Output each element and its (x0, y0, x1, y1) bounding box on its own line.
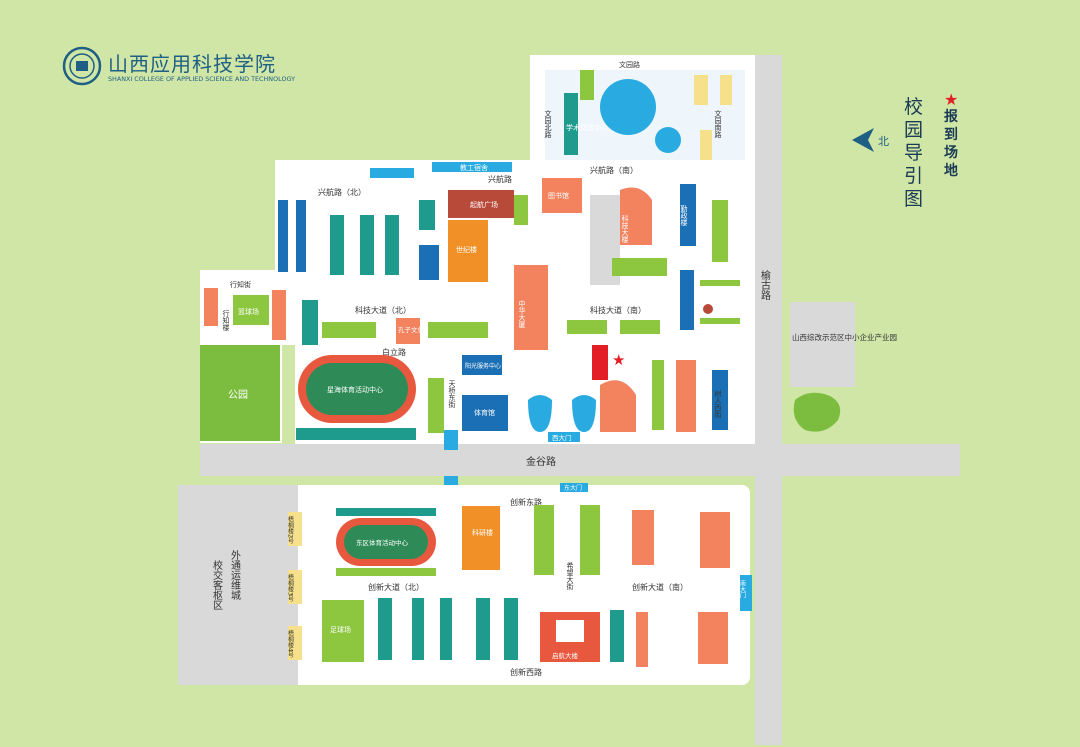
road-wenyuan-n: 文园路 (619, 60, 640, 69)
roads (200, 55, 960, 745)
school-name-en: SHANXI COLLEGE OF APPLIED SCIENCE AND TE… (108, 75, 296, 83)
road-xingzhi: 行知街 (230, 280, 251, 289)
report-building (592, 345, 608, 380)
label-library: 图书馆 (548, 191, 569, 200)
north-label: 北 (878, 135, 889, 148)
south-campus: 校交客枢区 外通运维城 梧桐楼2号 梧桐楼3号 梧桐楼4号 (178, 485, 750, 685)
road-shuren-xi: 树人西街 (714, 389, 722, 419)
label-keyan: 科研楼 (472, 528, 493, 537)
label-qinzheng: 勤政楼 (680, 204, 688, 227)
road-xinghang-bei: 兴航路（北） (318, 187, 366, 197)
chinese-hall (514, 265, 548, 350)
stadium (462, 395, 508, 431)
label-ximen: 西大门 (552, 433, 572, 442)
qixian-square (448, 190, 514, 218)
label-qixian: 起航广场 (470, 200, 498, 209)
road-chuangxin-bei: 创新大道（北） (368, 582, 424, 592)
road-tiangong-dong: 天桥东街 (448, 380, 456, 409)
north-arrow-icon: 北 (852, 128, 889, 152)
road-xinghang-nan: 兴航路（南） (590, 165, 638, 175)
report-star-icon: ★ (612, 351, 625, 369)
keji-building (620, 187, 652, 245)
label-keji: 科技大楼 (621, 214, 629, 244)
fountain-circle (600, 79, 656, 135)
road-keji-bei: 科技大道（北） (355, 305, 411, 315)
school-name-cn: 山西应用科技学院 (108, 52, 276, 76)
buildings-nw: 篮球场 行知楼 行知街 (204, 200, 439, 345)
library (542, 178, 582, 213)
road-wenyuan-nan: 文园南路 (714, 109, 722, 139)
label-playground-east: 东区体育活动中心 (356, 538, 409, 547)
pond-east (793, 392, 841, 432)
park-west-label: 公园 (228, 389, 248, 401)
legend-report: ★ 报到场地 (944, 92, 964, 180)
label-dongmen: 东大门 (564, 484, 582, 492)
label-qihang: 启航大楼 (552, 651, 579, 660)
label-nandamen: 南大门 (739, 579, 746, 599)
label-xueshu: 学术交流中心 (566, 123, 608, 132)
road-jingu: 金谷路 (526, 455, 556, 468)
road-chuangxin-dong: 创新东路 (510, 497, 542, 507)
road-keji-nan: 科技大道（南） (590, 305, 646, 315)
road-wenyuan-bei: 文园北路 (544, 109, 552, 139)
school-emblem-icon (62, 46, 102, 86)
road-xinghang: 兴航路 (488, 174, 512, 184)
label-yangguang: 阳光服务中心 (465, 362, 501, 370)
school-logo: 山西应用科技学院 SHANXI COLLEGE OF APPLIED SCIEN… (62, 46, 295, 90)
road-yugu: 榆古路 (759, 269, 771, 301)
industry-park (790, 302, 855, 387)
label-xingzhi-hall: 行知楼 (222, 309, 230, 332)
label-jiaoshi: 教工宿舍 (460, 163, 488, 172)
park-west (200, 345, 280, 441)
label-dorm-3: 梧桐楼3号 (287, 573, 294, 603)
star-icon: ★ (944, 90, 959, 109)
small-circle (655, 127, 681, 153)
label-football: 足球场 (330, 625, 351, 634)
label-outer-transport: 外通运维城 (229, 550, 241, 601)
map-title: 校园导引图 (904, 96, 924, 210)
label-basketball: 篮球场 (238, 307, 259, 316)
label-school-transport: 校交客枢区 (211, 559, 223, 610)
road-baili: 白立路 (382, 347, 406, 357)
label-dorm-4: 梧桐楼4号 (287, 629, 294, 659)
label-dorm-2: 梧桐楼2号 (287, 515, 294, 545)
label-shijia: 世纪楼 (456, 245, 477, 254)
label-kongzi: 孔子文化园 (398, 325, 431, 334)
main-playground: 星海体育活动中心 (296, 355, 416, 440)
label-stadium: 体育馆 (474, 408, 495, 417)
road-chuangxin-nan: 创新大道（南） (632, 582, 688, 592)
east-playground: 东区体育活动中心 (336, 508, 436, 576)
shijia-building (448, 220, 488, 282)
label-playground-main: 星海体育活动中心 (327, 385, 383, 394)
industry-park-label: 山西综改示范区中小企业产业园 (792, 332, 897, 342)
road-xiwang: 希望大街 (566, 561, 574, 591)
legend-report-label: 报到场地 (944, 109, 958, 179)
road-chuangxin-xi: 创新西路 (510, 667, 542, 677)
label-chinese-hall: 中华大厦 (518, 299, 526, 328)
